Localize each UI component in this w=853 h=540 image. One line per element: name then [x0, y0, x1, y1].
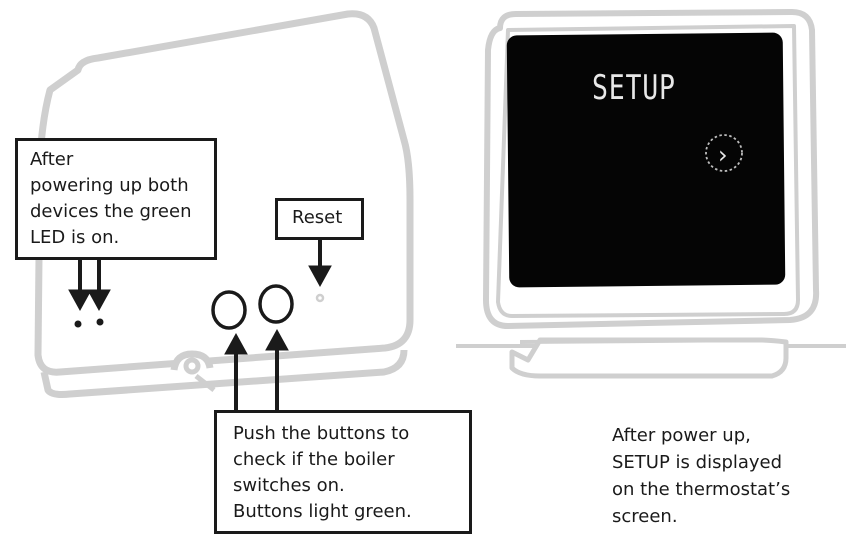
next-button-ring — [705, 134, 743, 172]
receiver-button-left — [211, 290, 247, 330]
led-callout-line: LED is on. — [30, 227, 120, 248]
thermostat-caption: After power up, SETUP is displayed on th… — [612, 422, 790, 530]
receiver-button-right — [258, 284, 294, 324]
buttons-callout-line: check if the boiler — [233, 449, 395, 470]
reset-label: Reset — [292, 207, 343, 228]
led-dot-right — [96, 318, 104, 326]
buttons-callout-line: Push the buttons to — [233, 423, 410, 444]
led-callout-line: powering up both — [30, 175, 189, 196]
thermostat-screen — [506, 32, 786, 288]
thermostat-screen-text: SETUP — [592, 68, 676, 108]
led-callout: After powering up both devices the green… — [15, 138, 217, 260]
led-callout-line: devices the green — [30, 201, 192, 222]
led-dot-left — [74, 320, 82, 328]
buttons-callout-line: Buttons light green. — [233, 501, 412, 522]
caption-line: After power up, — [612, 425, 751, 446]
caption-line: SETUP is displayed — [612, 452, 783, 473]
reset-callout: Reset — [275, 198, 364, 240]
arrows — [68, 240, 332, 412]
buttons-callout-line: switches on. — [233, 475, 345, 496]
caption-line: on the thermostat’s — [612, 479, 791, 500]
next-arrow-icon: › — [718, 141, 728, 169]
buttons-callout: Push the buttons to check if the boiler … — [214, 410, 472, 534]
caption-line: screen. — [612, 506, 678, 527]
led-callout-line: After — [30, 149, 74, 170]
